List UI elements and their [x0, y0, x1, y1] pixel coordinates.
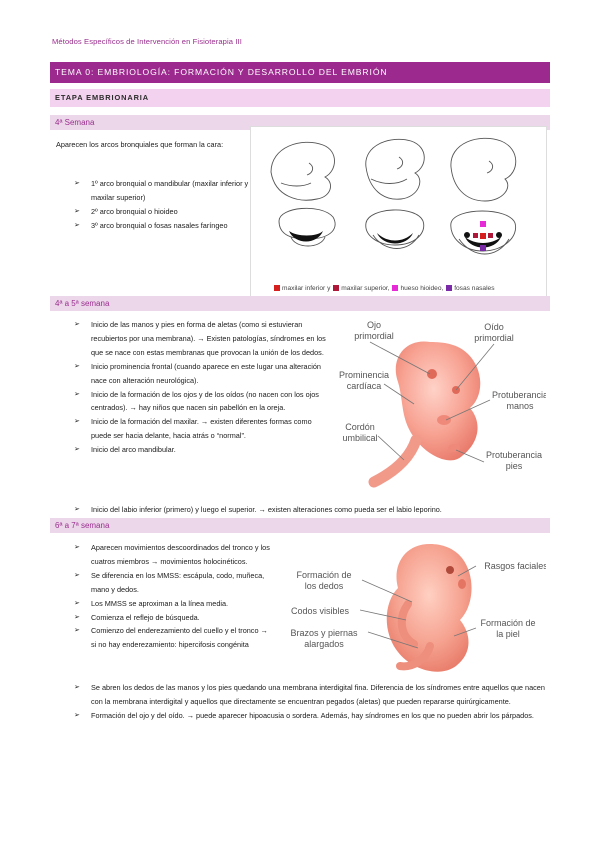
legend-swatch	[274, 285, 280, 292]
list-item: ➢Comienzo del enderezamiento del cuello …	[74, 626, 268, 650]
figure-label: Formación de	[296, 570, 351, 580]
list-item: ➢Inicio de la formación del maxilar. → e…	[74, 417, 312, 441]
figure-label: Brazos y piernas	[290, 628, 358, 638]
list-item: ➢1º arco bronquial o mandibular (maxilar…	[74, 179, 249, 202]
arrow-bullet-icon: ➢	[74, 613, 80, 621]
list-item: ➢Se abren los dedos de las manos y los p…	[74, 683, 545, 706]
list-item: ➢Inicio de las manos y pies en forma de …	[74, 320, 326, 357]
list-item: ➢Inicio de la formación de los ojos y de…	[74, 389, 319, 413]
list-item: ➢Se diferencia en los MMSS: escápula, co…	[74, 570, 265, 594]
figure-label: Prominencia	[339, 370, 389, 380]
arrow-bullet-icon: ➢	[74, 446, 80, 454]
legend-swatch	[333, 285, 340, 292]
figure-label: Cordón	[345, 422, 375, 432]
figure-label: Protuberancia	[492, 390, 546, 400]
figure-label: primordial	[354, 331, 394, 341]
embryo-5-weeks-illustration: Ojo primordial Oído primordial Prominenc…	[339, 320, 548, 488]
arrow-bullet-icon: ➢	[74, 506, 80, 513]
week45-title-band: 4ª a 5ª semana	[50, 296, 550, 311]
arrow-bullet-icon: ➢	[74, 571, 80, 579]
arrow-bullet-icon: ➢	[74, 180, 80, 187]
week45-list-last: ➢Inicio del labio inferior (primero) y l…	[74, 503, 554, 517]
figure-label: primordial	[474, 333, 514, 343]
list-item: ➢Formación del ojo y del oído. → puede a…	[74, 709, 546, 723]
arrow-bullet-icon: ➢	[74, 544, 80, 551]
course-header: Métodos Específicos de Intervención en F…	[52, 37, 242, 46]
arrow-bullet-icon: ➢	[74, 321, 80, 328]
list-item: ➢Inicio del arco mandibular.	[74, 443, 326, 457]
etapa-title-band: ETAPA EMBRIONARIA	[50, 89, 550, 107]
list-item: ➢Inicio del labio inferior (primero) y l…	[74, 503, 554, 517]
legend-swatch	[446, 285, 453, 292]
arrow-bullet-icon: ➢	[74, 362, 80, 370]
figure-label: alargados	[304, 639, 344, 649]
arrow-bullet-icon: ➢	[74, 207, 80, 215]
arrow-bullet-icon: ➢	[74, 418, 80, 426]
week67-list: ➢Aparecen movimientos descoordinados del…	[74, 541, 274, 652]
figure-label: los dedos	[305, 581, 344, 591]
embryo-7-weeks-figure: Formación de los dedos Codos visibles Br…	[280, 536, 548, 680]
figure-label: Ojo	[367, 320, 381, 330]
figure-label: Oído	[484, 322, 504, 332]
list-item: ➢Aparecen movimientos descoordinados del…	[74, 543, 270, 566]
branchial-arches-figure: maxilar inferior y maxilar superior, hue…	[250, 126, 547, 300]
tema-title-band: TEMA 0: EMBRIOLOGÍA: FORMACIÓN Y DESARRO…	[50, 62, 550, 83]
legend-label: maxilar inferior y	[282, 285, 331, 292]
figure-label: manos	[506, 401, 534, 411]
arrow-bullet-icon: ➢	[74, 711, 80, 719]
arrow-bullet-icon: ➢	[74, 221, 80, 229]
arrow-bullet-icon: ➢	[74, 390, 80, 398]
embryo-5-weeks-figure: Ojo primordial Oído primordial Prominenc…	[334, 312, 548, 500]
list-item: ➢2º arco bronquial o hioideo	[74, 205, 270, 219]
branchial-arches-illustration	[270, 137, 517, 255]
figure-label: Rasgos faciales	[484, 561, 546, 571]
figure-label: pies	[506, 461, 523, 471]
week4-intro: Aparecen los arcos bronquiales que forma…	[56, 140, 224, 149]
figure-label: Protuberancia	[486, 450, 542, 460]
legend-label: hueso hioideo,	[400, 285, 444, 292]
list-item: ➢3º arco bronquial o fosas nasales farín…	[74, 219, 270, 233]
legend-swatch	[392, 285, 399, 292]
arrow-bullet-icon: ➢	[74, 599, 80, 607]
list-item: ➢Inicio prominencia frontal (cuando apar…	[74, 361, 321, 385]
figure-label: umbilical	[342, 433, 377, 443]
week67-list-wide: ➢Se abren los dedos de las manos y los p…	[74, 681, 546, 723]
list-item: ➢Los MMSS se aproximan a la línea media.	[74, 597, 274, 611]
legend-label: fosas nasales	[454, 285, 495, 292]
figure-legend: maxilar inferior y maxilar superior, hue…	[273, 285, 545, 292]
week67-title-band: 6ª a 7ª semana	[50, 518, 550, 533]
embryo-7-weeks-illustration: Formación de los dedos Codos visibles Br…	[290, 544, 548, 672]
figure-label: Formación de	[480, 618, 535, 628]
arrow-bullet-icon: ➢	[74, 627, 80, 635]
legend-label: maxilar superior,	[341, 285, 390, 292]
figure-label: cardíaca	[347, 381, 382, 391]
figure-label: la piel	[496, 629, 520, 639]
week45-list: ➢Inicio de las manos y pies en forma de …	[74, 318, 326, 457]
week4-list: ➢1º arco bronquial o mandibular (maxilar…	[74, 177, 270, 233]
list-item: ➢Comienza el reflejo de búsqueda.	[74, 611, 274, 625]
arrow-bullet-icon: ➢	[74, 684, 80, 691]
figure-label: Codos visibles	[291, 606, 350, 616]
